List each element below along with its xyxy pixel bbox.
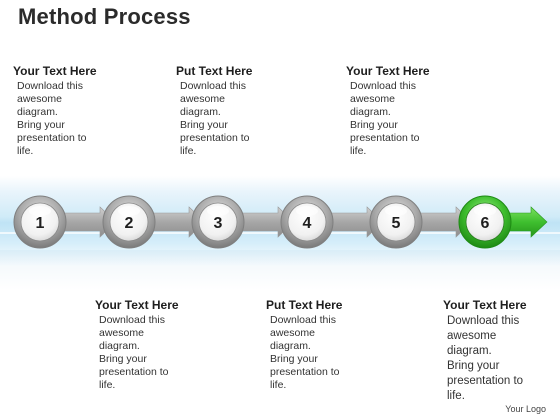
step-number: 4 [303,215,312,232]
step-number: 2 [125,215,134,232]
text-block-body: Download this awesome diagram. Bring you… [447,315,524,402]
step-node-1: 1 [13,195,67,249]
text-block-body: Download this awesome diagram. Bring you… [270,314,340,391]
step-node-3: 3 [191,195,245,249]
text-block-body: Download this awesome diagram. Bring you… [17,80,87,157]
step-number: 5 [392,215,401,232]
step-shine [29,206,51,216]
logo-text: Your Logo [505,404,546,414]
text-block-1: Your Text Here Download this awesome dia… [13,64,143,158]
text-block-heading: Your Text Here [13,64,97,78]
step-number: 6 [481,215,490,232]
page-title: Method Process [18,4,191,29]
text-block-heading: Put Text Here [176,64,253,78]
step-number: 1 [36,215,45,232]
step-node-6: 6 [458,195,512,249]
step-number: 3 [214,215,223,232]
text-block-2: Your Text Here Download this awesome dia… [95,298,225,392]
step-shine [118,206,140,216]
step-shine [385,206,407,216]
text-block-heading: Your Text Here [95,298,179,312]
text-block-heading: Your Text Here [443,298,527,312]
text-block-body: Download this awesome diagram. Bring you… [99,314,169,391]
text-block-6: Your Text Here Download this awesome dia… [443,298,553,404]
text-block-heading: Your Text Here [346,64,430,78]
step-node-4: 4 [280,195,334,249]
step-shine [207,206,229,216]
step-node-5: 5 [369,195,423,249]
step-node-2: 2 [102,195,156,249]
text-block-body: Download this awesome diagram. Bring you… [350,80,420,157]
band-reflection [0,250,560,290]
text-block-heading: Put Text Here [266,298,343,312]
step-shine [296,206,318,216]
text-block-4: Put Text Here Download this awesome diag… [266,298,396,392]
text-block-3: Put Text Here Download this awesome diag… [176,64,306,158]
text-block-body: Download this awesome diagram. Bring you… [180,80,250,157]
step-shine [474,206,496,216]
text-block-5: Your Text Here Download this awesome dia… [346,64,476,158]
